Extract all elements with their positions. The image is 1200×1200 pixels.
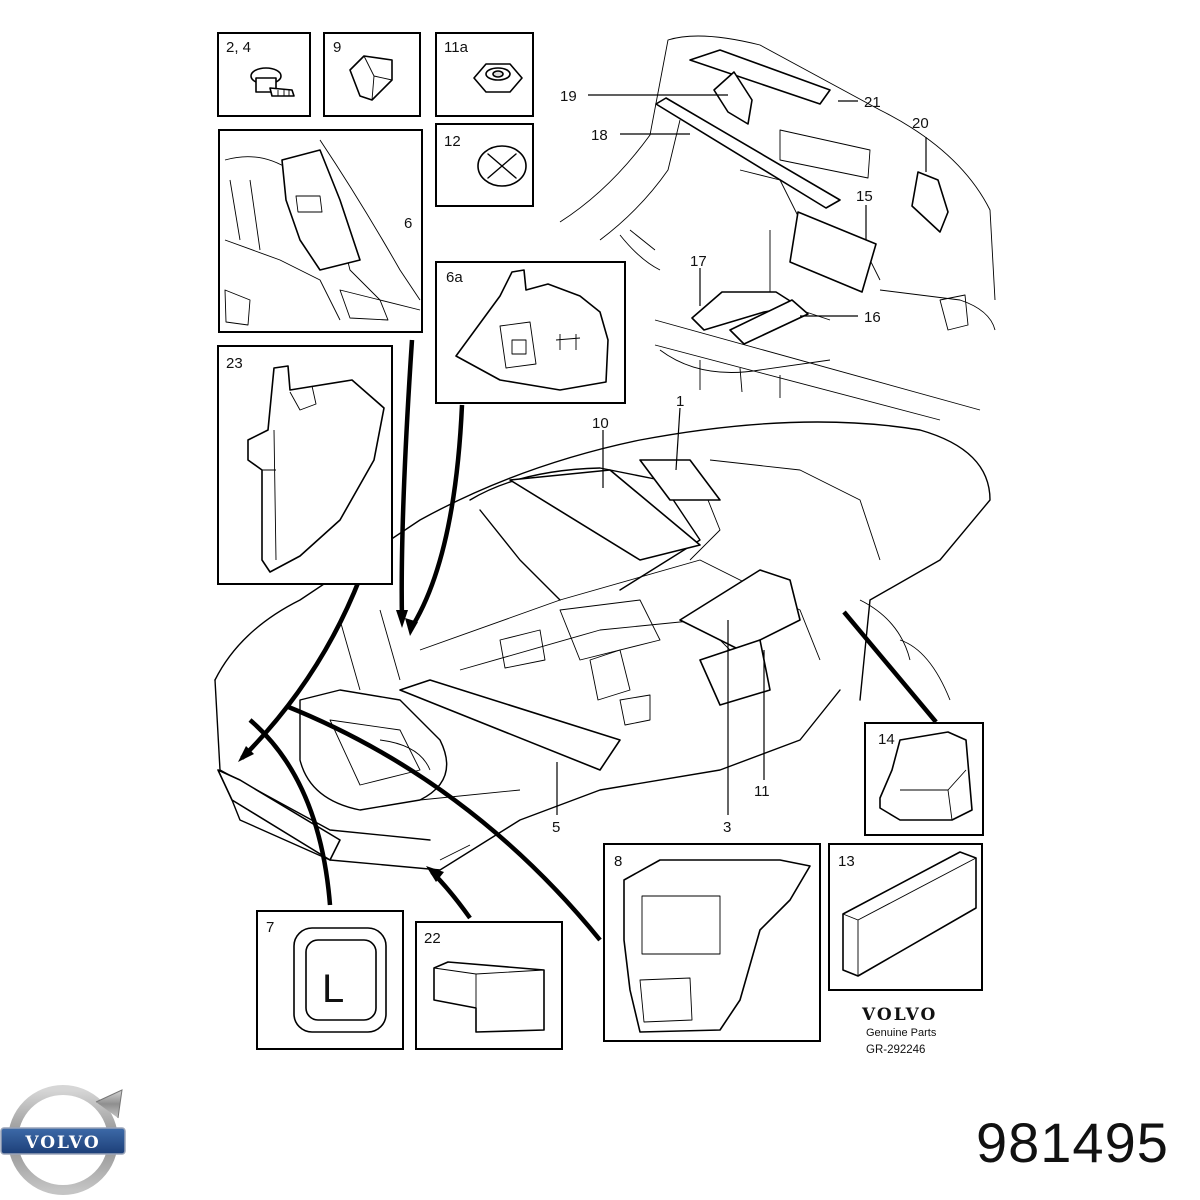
nut-icon	[473, 63, 523, 93]
inset-22	[415, 921, 563, 1050]
label-12: 12	[444, 133, 461, 150]
inset-6	[218, 129, 423, 333]
part-bumper	[217, 769, 341, 861]
part-5	[399, 679, 621, 771]
inset-7	[256, 910, 404, 1050]
logo-wordmark: VOLVO	[24, 1133, 100, 1153]
label-8: 8	[614, 853, 622, 870]
rear-interior-view	[559, 35, 996, 421]
label-17: 17	[690, 253, 707, 270]
volvo-iron-mark-logo: VOLVO	[0, 1085, 126, 1195]
label-7: 7	[266, 919, 274, 936]
part-15	[789, 211, 877, 293]
label-1: 1	[676, 393, 684, 410]
part-19	[713, 71, 753, 125]
label-15: 15	[856, 188, 873, 205]
label-9: 9	[333, 39, 341, 56]
label-13: 13	[838, 853, 855, 870]
part-6	[281, 149, 361, 271]
label-11a: 11a	[444, 39, 469, 56]
label-18: 18	[591, 127, 608, 144]
label-14: 14	[878, 731, 895, 748]
inset-6a	[435, 261, 626, 404]
indicator-arrows	[238, 339, 938, 942]
inset-12	[435, 123, 534, 207]
part-13	[842, 851, 977, 977]
inset-14	[864, 722, 984, 836]
inset-23	[217, 345, 393, 585]
part-22	[433, 961, 545, 1033]
part-11	[699, 639, 771, 706]
part-8	[623, 859, 811, 1033]
part-6a	[455, 269, 609, 391]
part-16	[729, 299, 809, 345]
plug-icon	[477, 145, 527, 187]
label-16: 16	[864, 309, 881, 326]
diagram-reference: GR-292246	[866, 1044, 925, 1056]
part-23	[247, 365, 385, 573]
part-1	[639, 459, 721, 501]
label-6: 6	[404, 215, 412, 232]
inset-9	[323, 32, 421, 117]
inset-13	[828, 843, 983, 991]
inset-7-glyph: L	[322, 967, 344, 1011]
label-3: 3	[723, 819, 731, 836]
inset-8	[603, 843, 821, 1042]
label-23: 23	[226, 355, 243, 372]
label-2-4: 2, 4	[226, 39, 251, 56]
brand-wordmark: VOLVO	[861, 1005, 937, 1025]
label-5: 5	[552, 819, 560, 836]
label-22: 22	[424, 930, 441, 947]
part-3	[679, 569, 801, 651]
part-21	[689, 49, 831, 105]
label-21: 21	[864, 94, 881, 111]
label-19: 19	[560, 88, 577, 105]
label-11: 11	[754, 783, 770, 800]
part-number: 981495	[976, 1111, 1169, 1174]
inset-11a	[435, 32, 534, 117]
car-body	[214, 421, 991, 871]
part-20	[911, 171, 949, 233]
label-10: 10	[592, 415, 609, 432]
inset-2-4	[217, 32, 311, 117]
brand-subtitle: Genuine Parts	[866, 1027, 937, 1039]
label-20: 20	[912, 115, 929, 132]
part-18	[655, 97, 841, 209]
part-10	[509, 469, 701, 561]
callout-labels: 2, 4 9 11a 12 6 6a 23 14 8 13 7 22 19 21…	[226, 39, 929, 1011]
bolt-icon	[250, 67, 295, 97]
genuine-parts-block: VOLVO Genuine Parts GR-292246	[861, 1005, 937, 1056]
label-6a: 6a	[446, 269, 463, 286]
